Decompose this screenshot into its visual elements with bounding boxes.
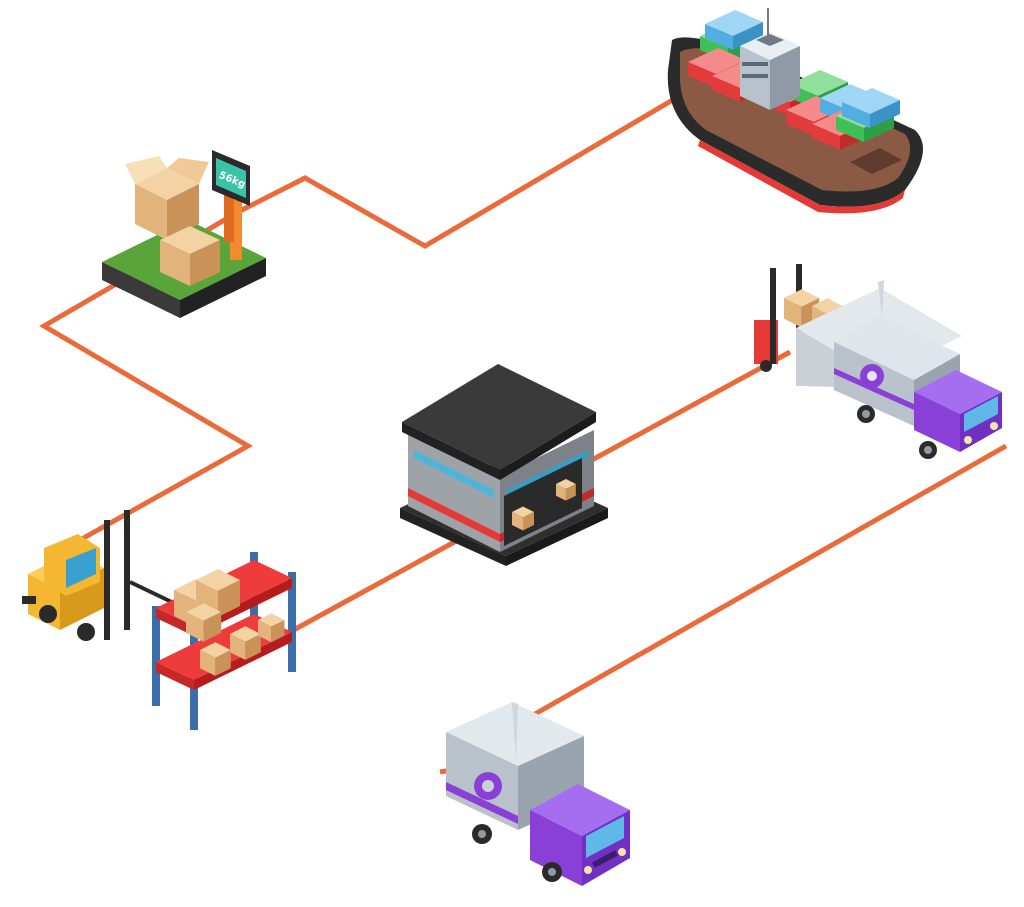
cargo-ship-icon [667, 8, 923, 214]
delivery-truck-icon [446, 702, 630, 886]
route-line-segment [526, 443, 1008, 721]
forklift-rack-icon [22, 510, 296, 730]
route-line-segment [590, 349, 792, 463]
warehouse-icon [400, 364, 608, 566]
weighing-scale-icon: 56kg [102, 150, 266, 318]
route-line-segment [288, 537, 460, 635]
truck-loading-icon [754, 264, 1002, 459]
